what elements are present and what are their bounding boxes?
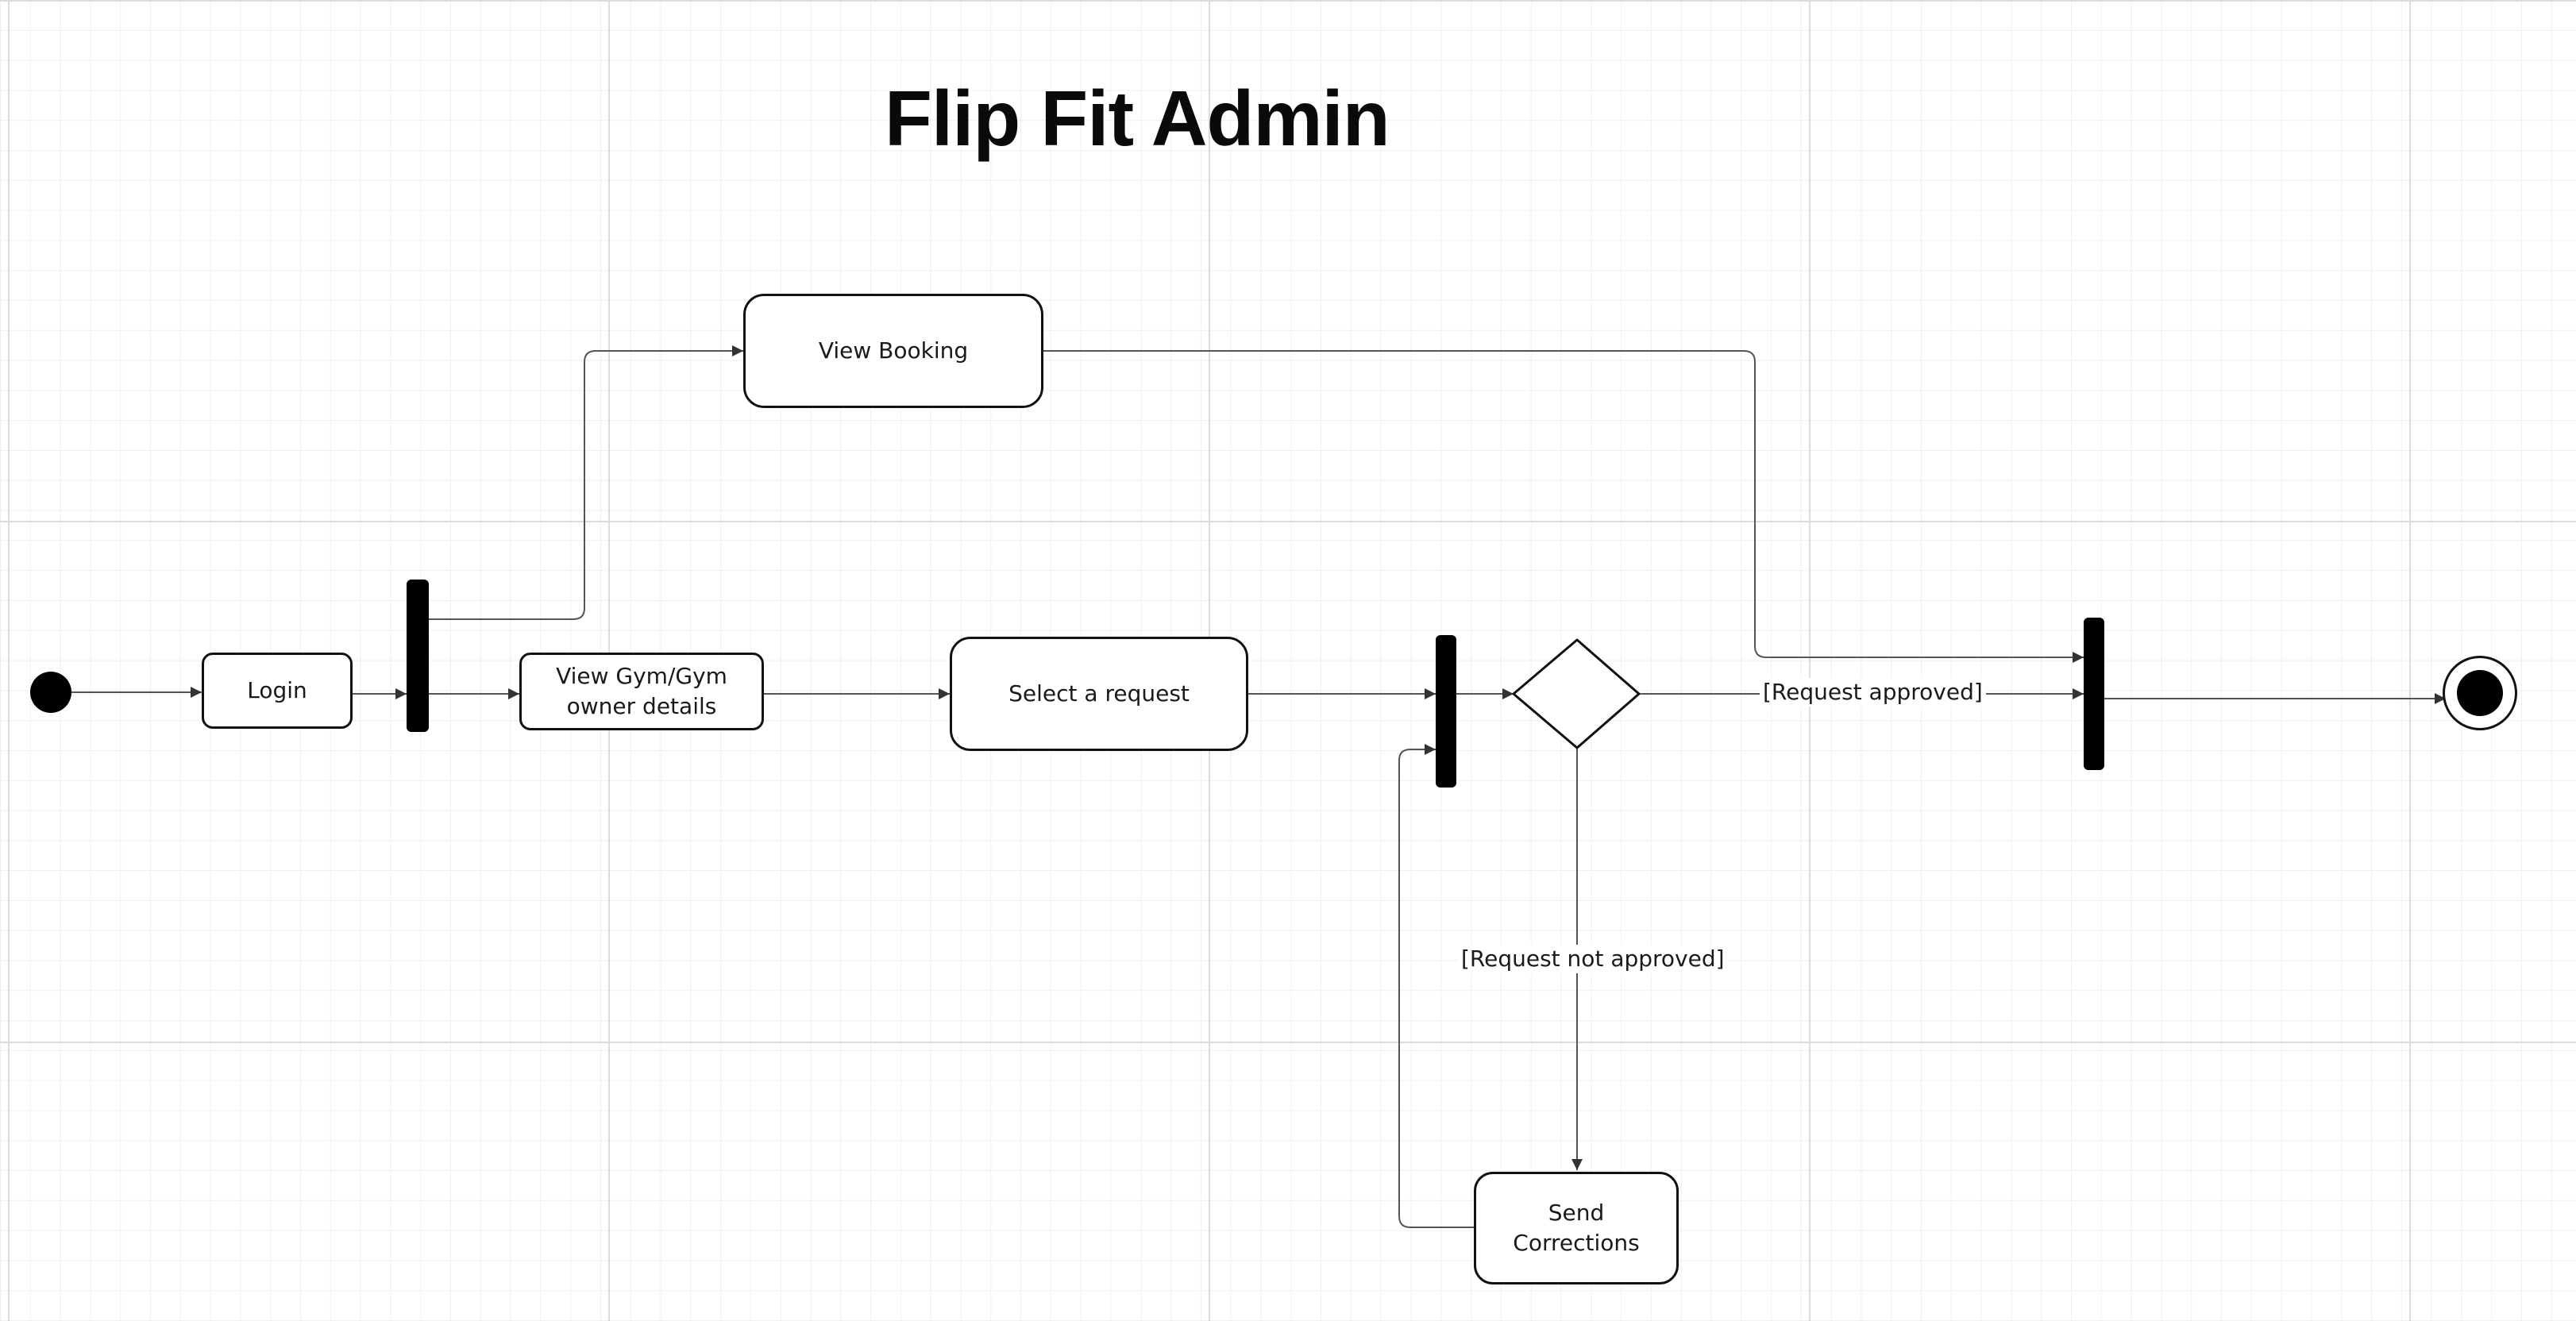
decision-node xyxy=(1512,638,1641,749)
node-send-corrections: Send Corrections xyxy=(1474,1172,1679,1284)
node-login: Login xyxy=(202,653,353,729)
node-view-gym-owner-details: View Gym/Gym owner details xyxy=(519,653,764,730)
join-bar xyxy=(2084,618,2104,770)
fork-bar-2 xyxy=(1436,635,1456,788)
final-node xyxy=(2443,656,2517,730)
edge-send-corrections-fork2 xyxy=(1398,744,1474,1228)
initial-node xyxy=(30,672,71,713)
edge-fork-view-booking xyxy=(429,345,743,620)
fork-bar-1 xyxy=(407,580,429,732)
node-select-request: Select a request xyxy=(950,637,1248,751)
guard-request-not-approved: [Request not approved] xyxy=(1458,945,1728,973)
final-node-dot xyxy=(2457,670,2503,716)
page-title: Flip Fit Admin xyxy=(885,75,1390,162)
guard-request-approved: [Request approved] xyxy=(1760,678,1986,707)
node-view-booking: View Booking xyxy=(743,294,1043,408)
edge-view-booking-join xyxy=(1043,350,2084,663)
